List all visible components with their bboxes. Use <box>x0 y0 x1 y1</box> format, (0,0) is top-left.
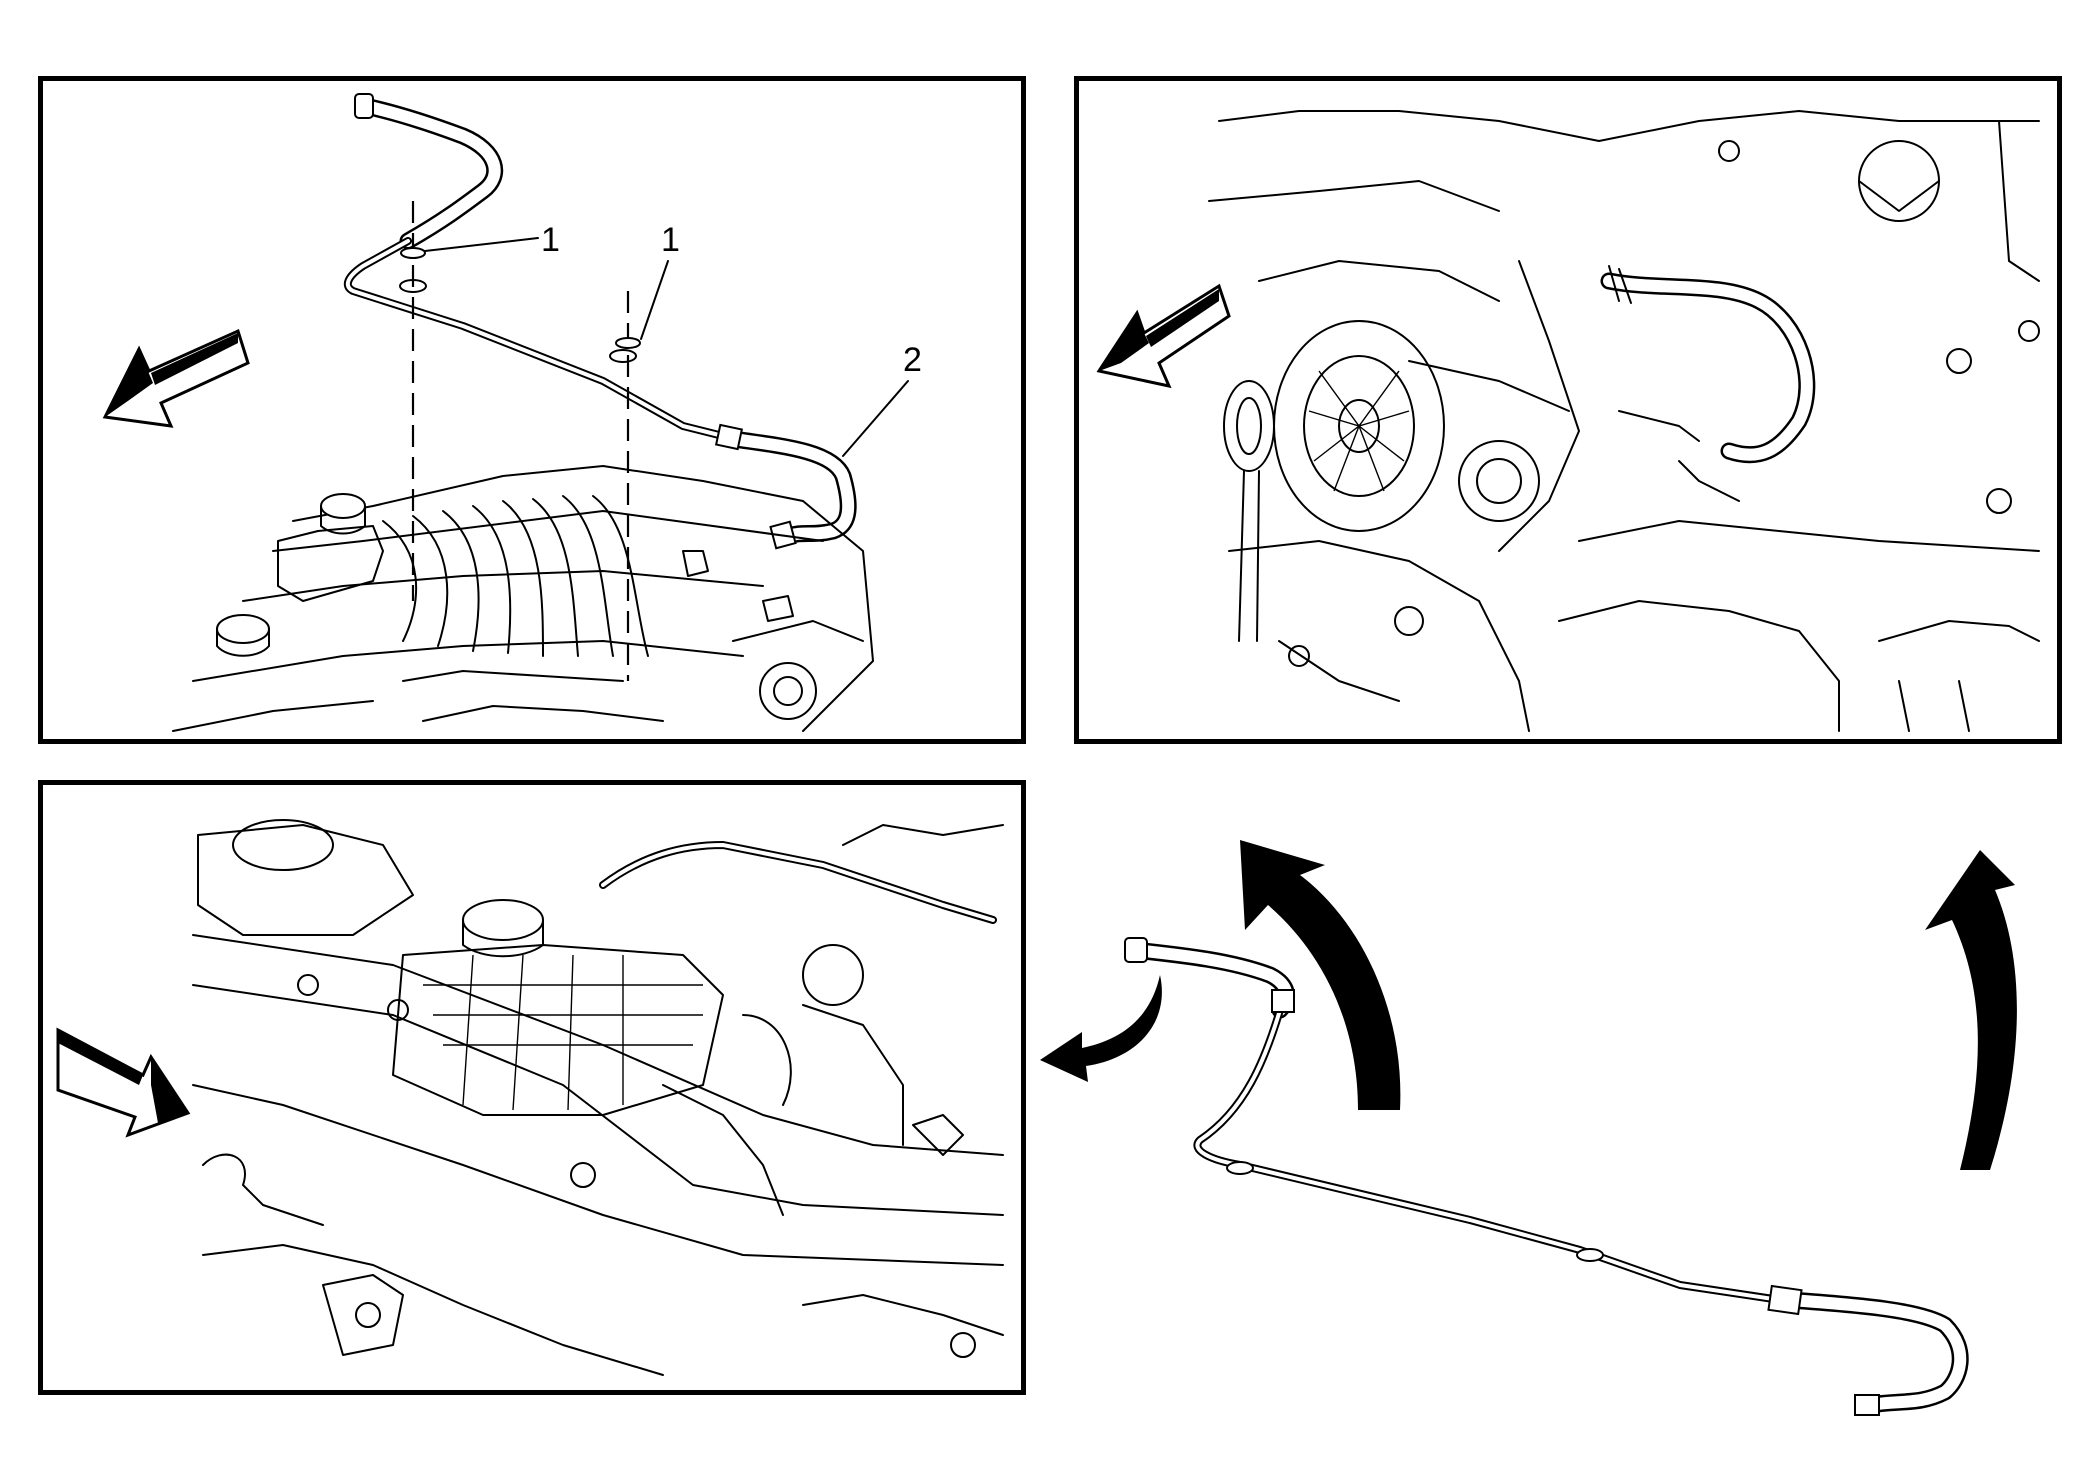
pcv-hose <box>1600 265 1816 464</box>
callout-1-right: 1 <box>661 221 680 259</box>
hose-removal-panel <box>1040 780 2080 1420</box>
pulley <box>1273 320 1445 532</box>
coolant-reservoir <box>392 899 724 1116</box>
intake-manifold <box>172 465 874 732</box>
overview-panel: 1 1 2 <box>38 76 1026 744</box>
bolt-left <box>400 201 426 601</box>
radiator-support <box>192 819 1004 1376</box>
bolt-right <box>615 291 641 681</box>
rear-connection-illustration <box>1096 110 2040 732</box>
pcv-hose <box>599 841 997 924</box>
hose-removal-illustration <box>1040 840 2017 1416</box>
leader-line-2 <box>842 380 909 457</box>
front-direction-arrow <box>1096 283 1231 389</box>
rear-connection-panel <box>1074 76 2062 744</box>
engine-block <box>1208 110 2040 732</box>
removed-pcv-hose <box>1124 937 1969 1416</box>
front-direction-arrow <box>56 1027 191 1138</box>
leader-line-1-right <box>640 260 669 340</box>
front-connection-illustration <box>56 819 1004 1376</box>
leader-line-1-left <box>424 237 539 252</box>
pcv-hose-assembly <box>343 93 857 550</box>
callout-2: 2 <box>903 341 922 379</box>
curved-arrow-up-left <box>1240 840 1401 1110</box>
curved-arrow-up-right <box>1925 850 2017 1170</box>
overview-illustration: 1 1 2 <box>102 93 922 732</box>
curved-arrow-left <box>1040 975 1162 1082</box>
callout-1-left: 1 <box>541 221 560 259</box>
front-direction-arrow <box>102 328 250 428</box>
front-connection-panel <box>38 780 1026 1395</box>
